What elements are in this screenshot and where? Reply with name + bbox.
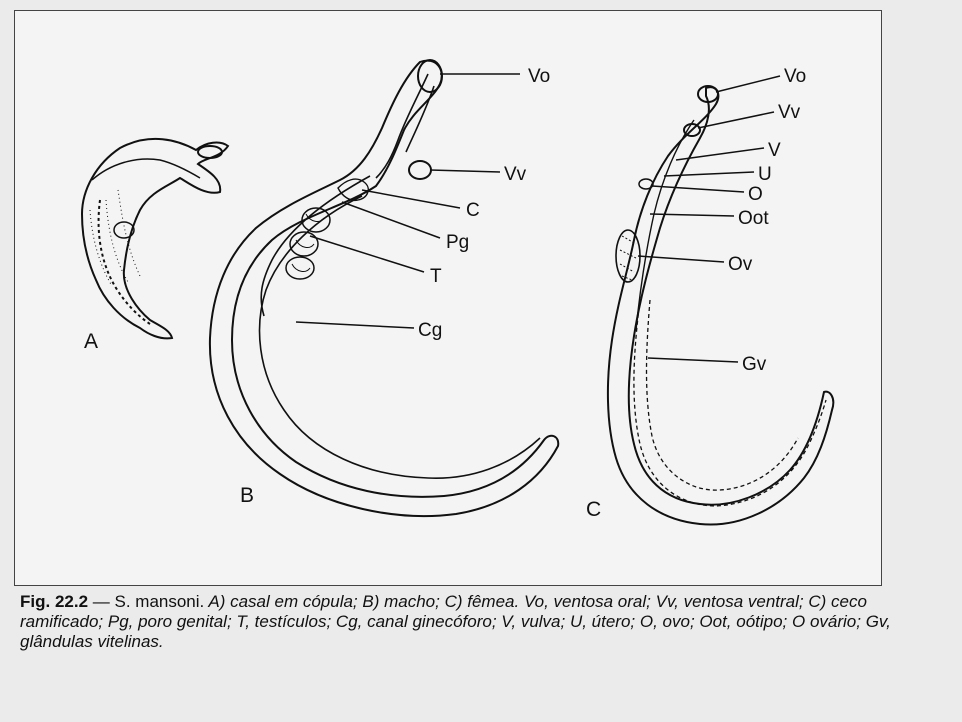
female-vitelline-inner — [645, 299, 799, 491]
figure-number: Fig. 22.2 — [20, 592, 89, 611]
female-gut — [635, 119, 695, 331]
figure-species: S. mansoni. — [114, 592, 205, 611]
male-label-pg: Pg — [446, 232, 469, 253]
male-canal-inner — [258, 195, 541, 479]
male-leader-lines — [295, 73, 520, 329]
panel-label-b: B — [240, 484, 254, 507]
female-oral-sucker — [697, 85, 719, 103]
female-drawing — [606, 85, 835, 526]
female-label-v: V — [768, 140, 781, 161]
figure-parts: A) casal em cópula; B) macho; C) fêmea. — [208, 592, 520, 611]
figure-dash: — — [92, 592, 110, 611]
female-outer-body — [606, 86, 835, 526]
panel-label-a: A — [84, 330, 98, 353]
female-ventral-sucker — [683, 123, 701, 137]
female-in-canal — [91, 158, 201, 181]
male-label-vo: Vo — [528, 66, 550, 87]
male-label-c: C — [466, 200, 480, 221]
male-drawing — [208, 59, 560, 517]
female-vitelline-outer — [633, 299, 827, 507]
couple-drawing — [80, 137, 230, 340]
figure-legend: Vo, ventosa oral; Vv, ventosa ventral; C… — [20, 592, 891, 651]
male-testes — [285, 207, 331, 280]
female-label-vv: Vv — [778, 102, 801, 123]
female-label-o: O — [748, 184, 763, 205]
female-label-vo: Vo — [784, 66, 806, 87]
female-egg — [638, 178, 654, 190]
female-label-u: U — [758, 164, 772, 185]
female-label-oot: Oot — [738, 208, 769, 229]
male-ceca — [337, 178, 369, 202]
couple-ventral-mass — [113, 221, 135, 239]
figure-frame — [14, 10, 882, 586]
male-ventral-sucker — [408, 160, 432, 180]
male-label-vv: Vv — [504, 164, 527, 185]
female-leader-lines — [637, 75, 781, 363]
male-label-t: T — [430, 266, 442, 287]
female-label-gv: Gv — [742, 354, 767, 375]
female-ovary — [615, 229, 641, 283]
couple-body-inner — [97, 199, 151, 325]
couple-oral-sucker — [197, 145, 223, 159]
couple-outline — [80, 137, 230, 340]
male-canal-fold — [260, 175, 371, 317]
male-label-cg: Cg — [418, 320, 442, 341]
female-ovary-texture — [619, 235, 637, 281]
female-label-ov: Ov — [728, 254, 753, 275]
couple-texture — [89, 189, 141, 287]
male-oral-sucker — [417, 59, 443, 93]
panel-label-c: C — [586, 498, 601, 521]
figure-caption: Fig. 22.2 — S. mansoni. A) casal em cópu… — [20, 592, 900, 652]
